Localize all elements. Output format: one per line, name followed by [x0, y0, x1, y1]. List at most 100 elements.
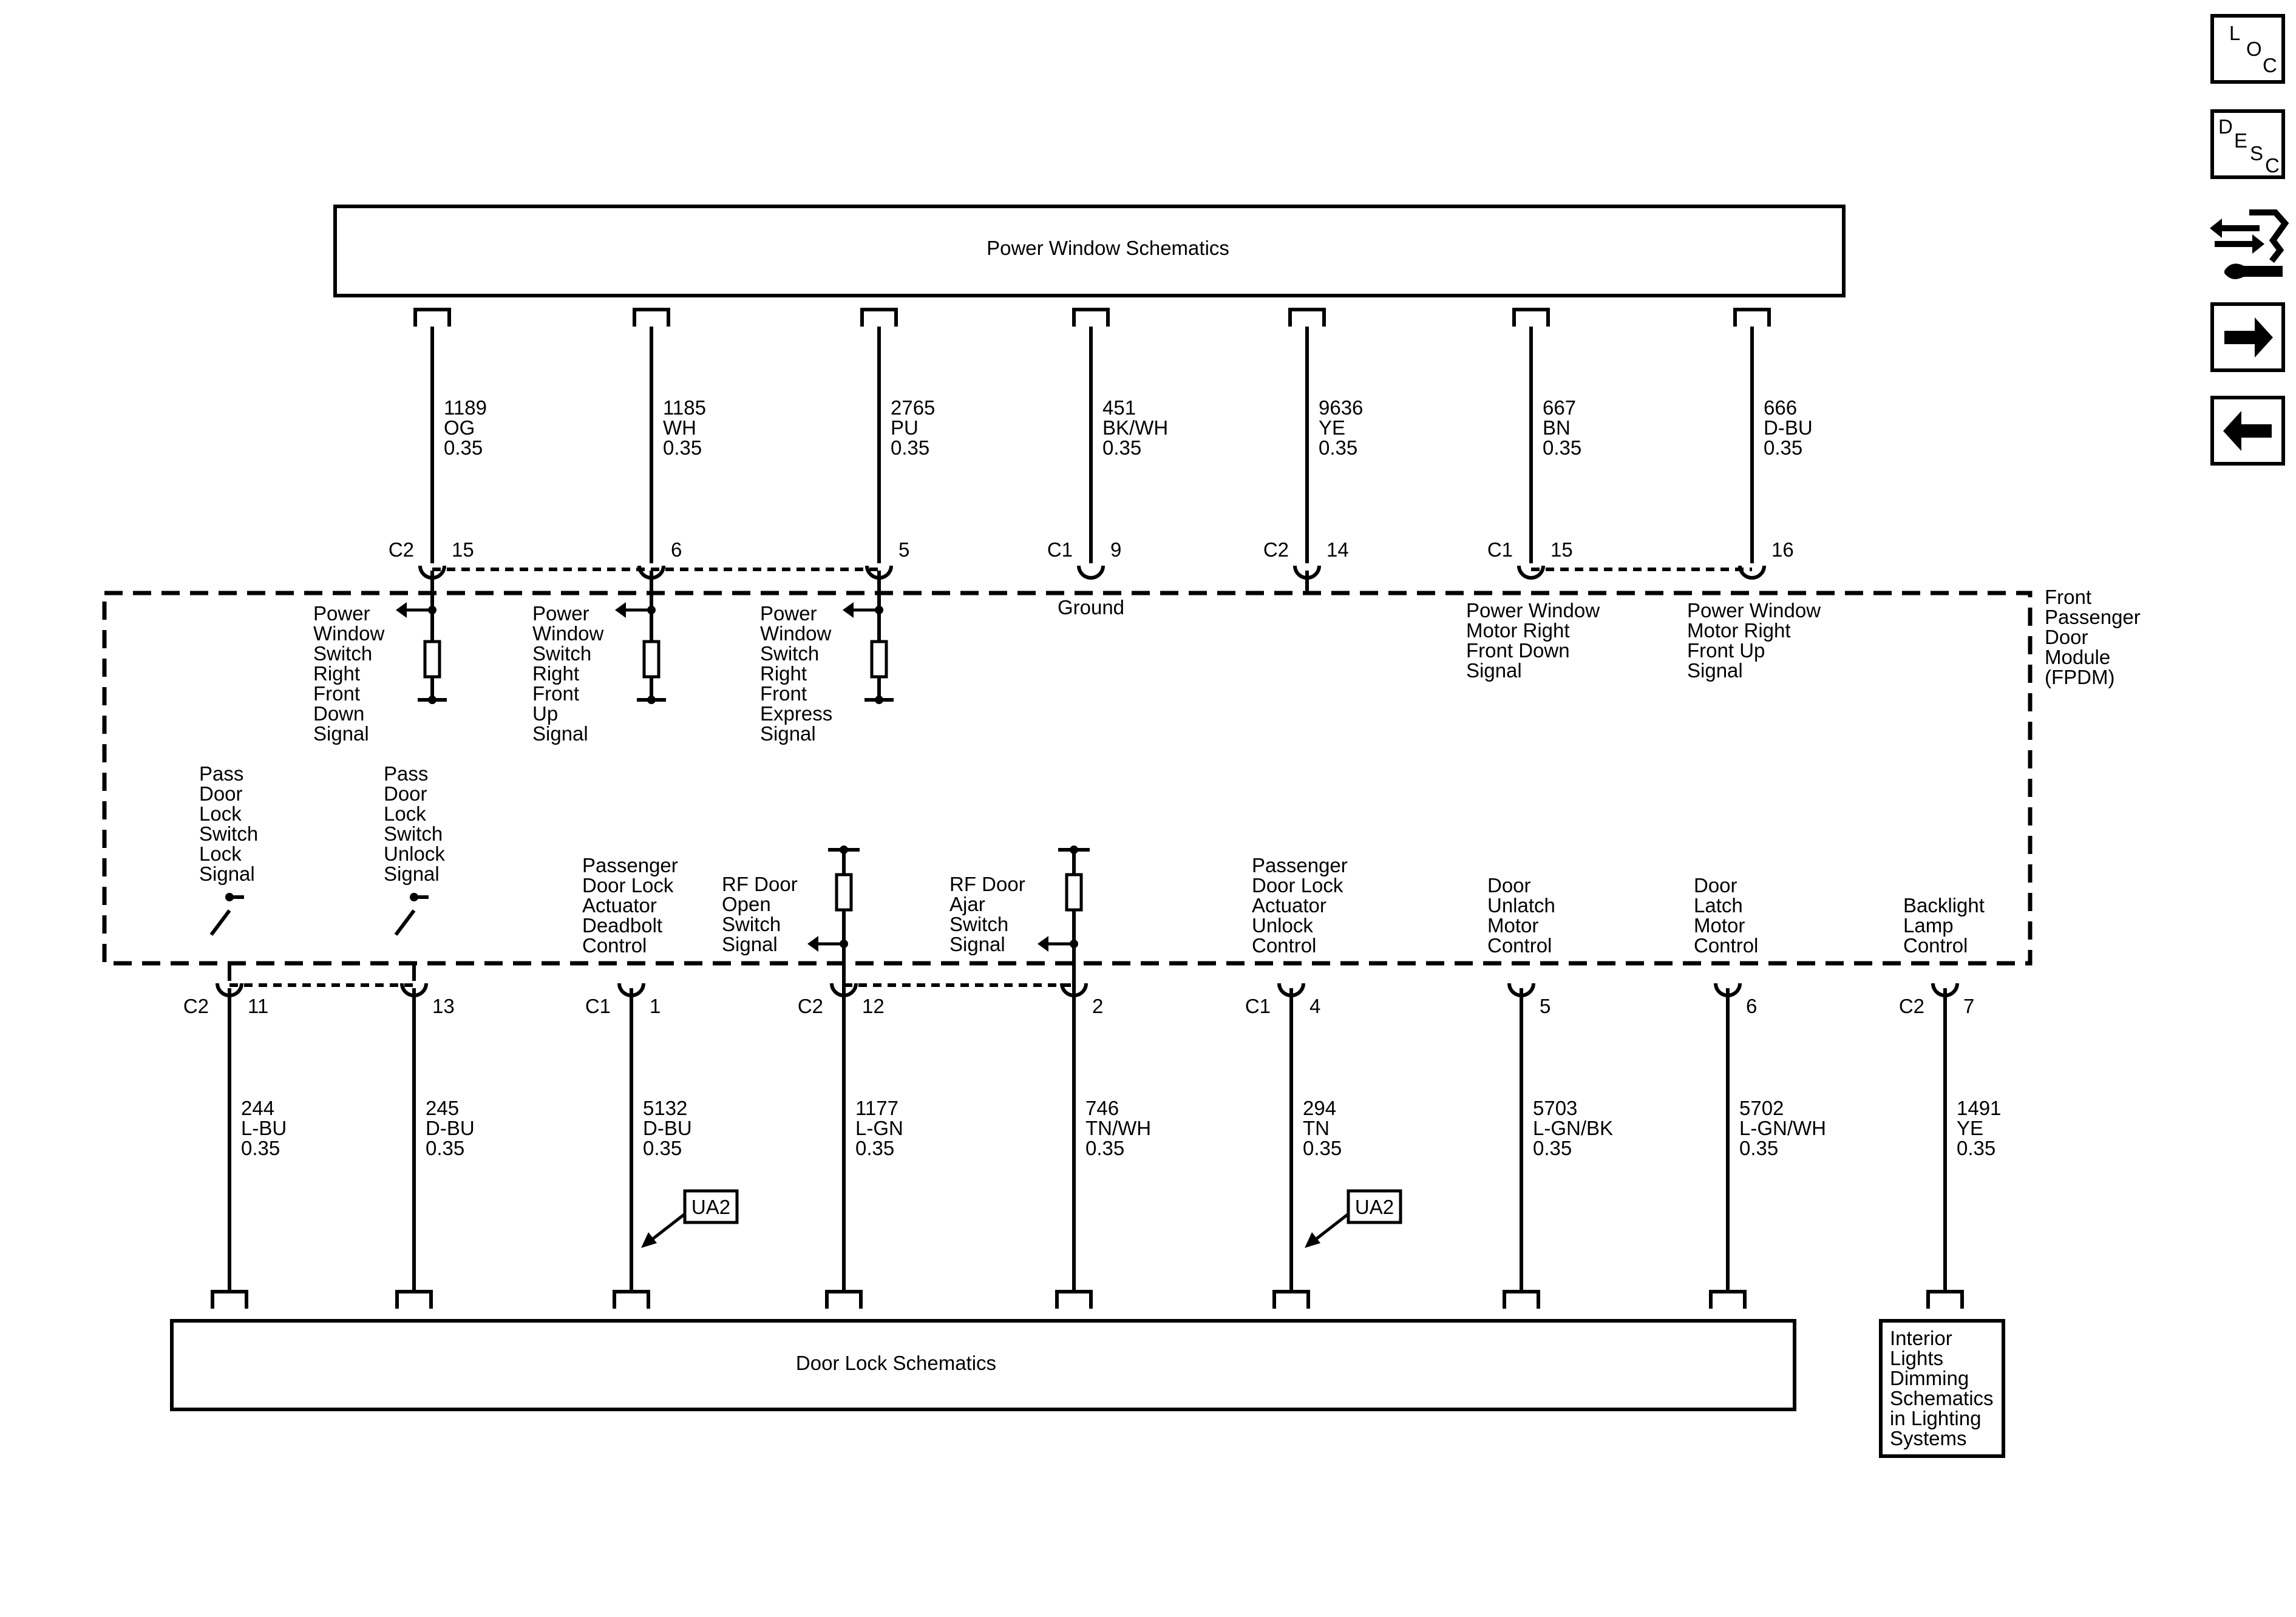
power-window-schematics-box[interactable]: Power Window Schematics — [333, 205, 1846, 297]
top-wire-terminal — [633, 308, 670, 327]
interior-lights-line: Systems — [1890, 1427, 1967, 1449]
signal-label: Power — [760, 602, 817, 625]
connector-pin: 6 — [671, 538, 682, 561]
bottom-wire-terminal — [613, 1290, 650, 1309]
connector-pin: 13 — [432, 995, 455, 1017]
power-window-schematics-label: Power Window Schematics — [987, 237, 1229, 259]
signal-arrowhead — [1038, 936, 1048, 952]
ground-label: Ground — [1058, 596, 1124, 619]
splice-dot — [225, 893, 234, 901]
connector-pin: 16 — [1771, 538, 1794, 561]
wire-gauge: 0.35 — [1102, 436, 1141, 459]
next-arrow-icon[interactable] — [2210, 302, 2285, 372]
connector-pin: 6 — [1746, 995, 1757, 1017]
ua2-marker-left[interactable]: UA2 — [641, 1189, 739, 1248]
svg-text:D: D — [2218, 115, 2233, 138]
wire-gauge: 0.35 — [663, 436, 702, 459]
signal-label: Lamp — [1903, 914, 1954, 937]
module-label-line: Door — [2045, 626, 2088, 648]
top-wire-1185[interactable]: 1185WH0.356PowerWindowSwitchRightFrontUp… — [532, 308, 706, 745]
signal-label: Window — [313, 622, 385, 645]
connector-tools-icon[interactable] — [2210, 209, 2289, 279]
wire-circuit-number: 244 — [241, 1097, 274, 1119]
wire-color-code: YE — [1957, 1117, 1983, 1139]
signal-label: Signal — [760, 722, 816, 745]
signal-label: Actuator — [1252, 894, 1326, 917]
desc-icon[interactable]: D E S C — [2210, 109, 2285, 179]
wire-color-code: WH — [663, 416, 696, 439]
wire-color-code: TN/WH — [1085, 1117, 1151, 1139]
signal-label: Front — [532, 682, 579, 705]
signal-label: Door — [384, 782, 427, 805]
signal-label: Control — [582, 934, 647, 957]
signal-label: RF Door — [949, 873, 1025, 895]
wire-gauge: 0.35 — [891, 436, 929, 459]
wire-circuit-number: 5702 — [1739, 1097, 1784, 1119]
connector-name: C2 — [1899, 995, 1924, 1017]
connector-name: C1 — [585, 995, 611, 1017]
signal-label: Window — [760, 622, 832, 645]
pull-up-resistor — [835, 873, 853, 912]
connector-name: C2 — [183, 995, 209, 1017]
signal-label: Switch — [949, 913, 1008, 935]
wire-color-code: BN — [1543, 416, 1571, 439]
switch-lever — [394, 909, 416, 936]
wire-circuit-number: 294 — [1303, 1097, 1336, 1119]
wire-color-code: L-GN/WH — [1739, 1117, 1826, 1139]
bottom-wire-terminal — [1503, 1290, 1540, 1309]
svg-text:E: E — [2234, 129, 2247, 152]
module-label-line: Module — [2045, 646, 2110, 668]
signal-label: Signal — [722, 933, 778, 955]
loc-icon[interactable]: L O C — [2210, 14, 2285, 84]
wire-color-code: TN — [1303, 1117, 1330, 1139]
connector-cavity — [1077, 565, 1105, 580]
splice-dot — [428, 606, 436, 614]
connector-name: C2 — [1263, 538, 1289, 561]
splice-dot — [840, 940, 848, 948]
top-wire-terminal — [1512, 308, 1550, 327]
svg-text:C: C — [2263, 54, 2277, 76]
top-wire-terminal — [413, 308, 451, 327]
top-wire-terminal — [860, 308, 898, 327]
bottom-wire-terminal — [1272, 1290, 1310, 1309]
top-wire-terminal — [1288, 308, 1326, 327]
signal-label: Control — [1487, 934, 1552, 957]
signal-label: Express — [760, 702, 832, 725]
wire-circuit-number: 245 — [426, 1097, 459, 1119]
bottom-wire-terminal — [825, 1290, 863, 1309]
top-wire-2765[interactable]: 2765PU0.355PowerWindowSwitchRightFrontEx… — [760, 308, 935, 745]
ua2-marker-right[interactable]: UA2 — [1305, 1189, 1402, 1248]
bottom-wire-terminal — [211, 1290, 248, 1309]
signal-label: Control — [1694, 934, 1758, 957]
wire-gauge: 0.35 — [855, 1137, 894, 1159]
wire-color-code: L-BU — [241, 1117, 287, 1139]
signal-label: Door Lock — [582, 874, 674, 897]
wire-circuit-number: 5703 — [1533, 1097, 1577, 1119]
signal-label: Door — [199, 782, 243, 805]
signal-label: Switch — [760, 642, 819, 665]
signal-label: Passenger — [582, 854, 678, 876]
door-lock-schematics-box[interactable]: Door Lock Schematics — [170, 1319, 1796, 1411]
bottom-wire-245[interactable]: 13245D-BU0.35PassDoorLockSwitchUnlockSig… — [384, 762, 475, 1309]
signal-label: Pass — [199, 762, 243, 785]
prev-arrow-icon[interactable] — [2210, 396, 2285, 466]
signal-label: Ajar — [949, 893, 985, 915]
wire-gauge: 0.35 — [643, 1137, 682, 1159]
svg-text:S: S — [2250, 142, 2263, 164]
